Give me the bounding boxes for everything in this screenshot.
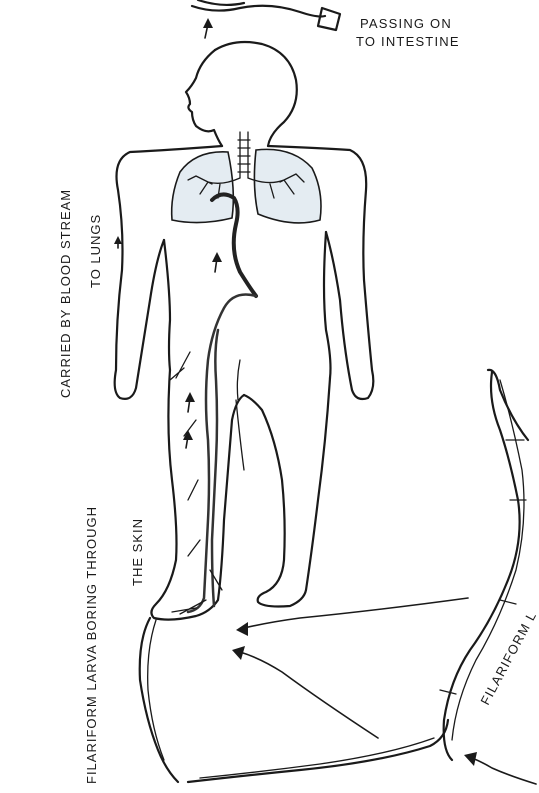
worm-to-intestine-icon [192,0,340,30]
arrow-carried-icon [114,236,122,248]
larva-worm-icon [140,618,448,782]
lungs-icon [172,132,321,223]
label-to-intestine: TO INTESTINE [356,34,460,49]
human-body-outline-icon [115,42,374,620]
arrow-up-to-intestine-icon [203,18,213,38]
label-the-skin: THE SKIN [130,518,145,586]
label-to-lungs: TO LUNGS [88,214,103,288]
label-filariform-larva-boring: FILARIFORM LARVA BORING THROUGH [84,506,99,784]
label-passing-on: PASSING ON [360,16,452,31]
label-carried-by-blood-stream: CARRIED BY BLOOD STREAM [58,189,73,398]
blood-vessel-path-icon [170,194,256,614]
